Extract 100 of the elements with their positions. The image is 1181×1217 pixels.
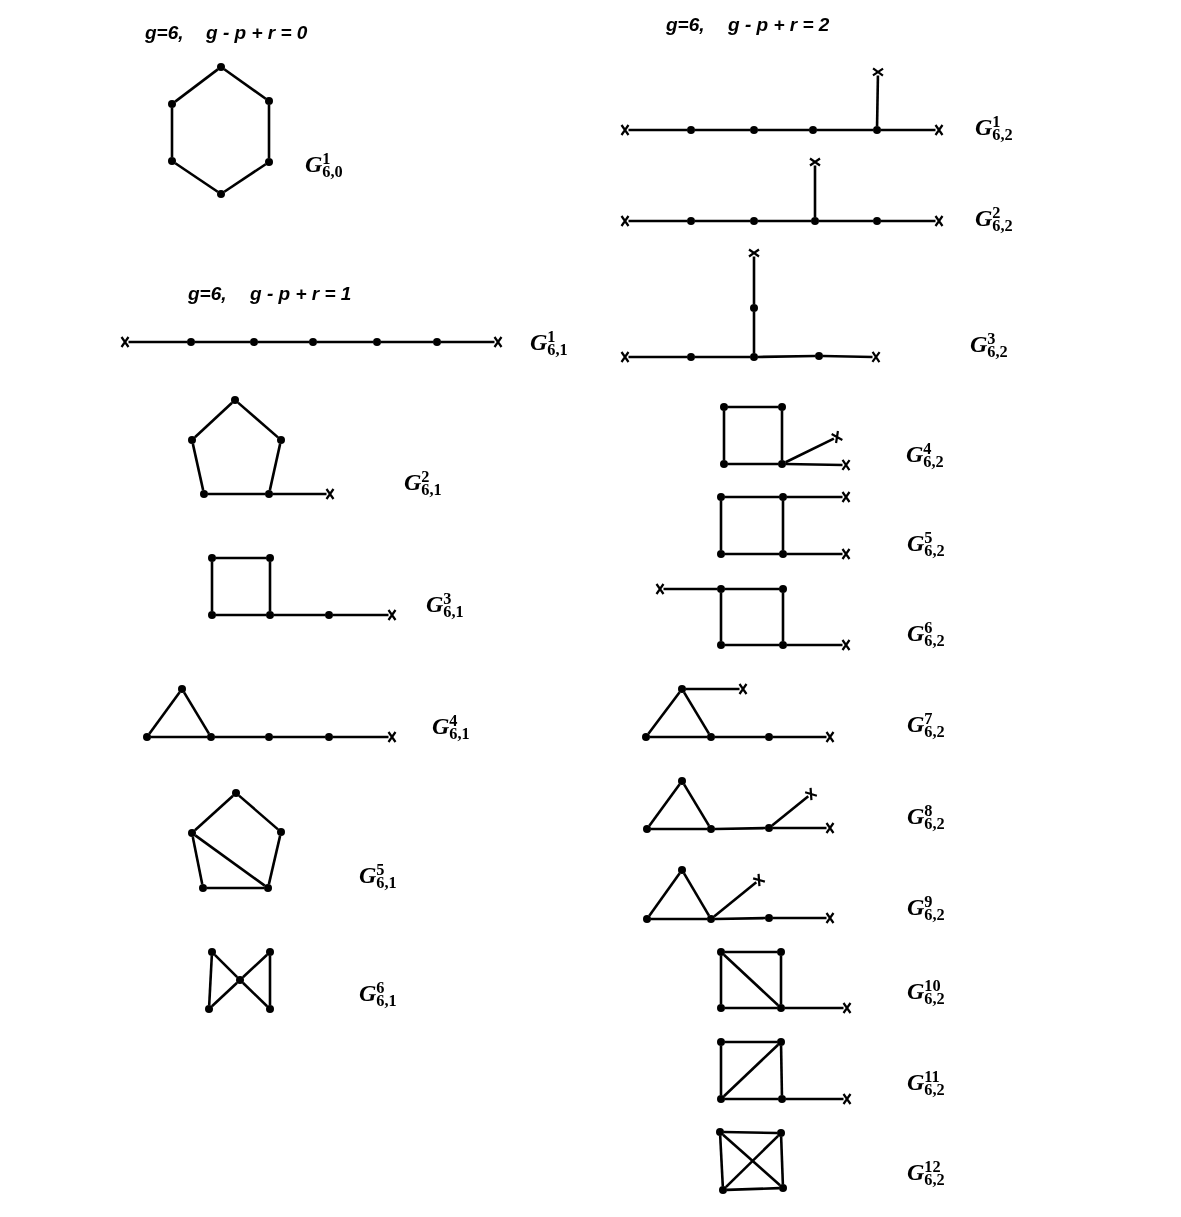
graph-edge: [682, 872, 711, 917]
vertex-dot: [309, 338, 317, 346]
graph-edge: [758, 128, 809, 132]
vertex-dot: [778, 460, 786, 468]
vertex-dot: [207, 733, 215, 741]
leg-end-cross: [120, 335, 130, 349]
vertex-dot: [777, 1004, 785, 1012]
graph-edge: [715, 735, 765, 739]
vertex-dot: [232, 789, 240, 797]
heading-text: g - p + r = 1: [250, 283, 352, 306]
graph-edge: [752, 312, 756, 353]
leg-end-cross: [738, 682, 748, 696]
graph-edge: [258, 340, 309, 344]
leg-end-cross: [825, 821, 835, 835]
graph-edge: [686, 687, 740, 691]
vertex-dot: [720, 403, 728, 411]
graph-edge: [757, 354, 816, 359]
leg-end-cross: [387, 608, 397, 622]
leg-end-cross: [620, 123, 630, 137]
vertex-dot: [205, 1005, 213, 1013]
leg-end-cross: [493, 335, 503, 349]
vertex-dot: [200, 490, 208, 498]
heading-text: g - p + r = 0: [206, 22, 308, 45]
vertex-dot: [707, 915, 715, 923]
vertex-dot: [687, 126, 695, 134]
leg-end-cross: [747, 248, 761, 258]
graph-edge: [128, 340, 187, 344]
vertex-dot: [750, 353, 758, 361]
heading-text: g=6,: [145, 22, 184, 45]
leg-end-cross: [830, 429, 844, 445]
vertex-dot: [717, 1095, 725, 1103]
vertex-dot: [687, 217, 695, 225]
vertex-dot: [750, 304, 758, 312]
graph-edge: [213, 953, 239, 979]
graph-edge: [725, 1097, 778, 1101]
vertex-dot: [717, 1004, 725, 1012]
graph-edge: [728, 462, 778, 466]
leg-end-cross: [871, 350, 881, 364]
graph-edge: [719, 593, 723, 641]
vertex-dot: [325, 733, 333, 741]
graph-edge: [651, 917, 707, 921]
vertex-dot: [765, 824, 773, 832]
graph-edge: [650, 735, 707, 739]
graph-edge: [718, 1135, 725, 1187]
vertex-dot: [720, 460, 728, 468]
graph-edge: [758, 219, 811, 223]
graph-edge: [719, 1046, 723, 1095]
graph-edge: [148, 691, 181, 735]
leg-end-cross: [808, 157, 822, 167]
leg-end-cross: [825, 730, 835, 744]
graph-edge: [771, 795, 810, 827]
graph-edge: [725, 587, 779, 591]
vertex-dot: [188, 829, 196, 837]
leg-end-cross: [842, 1092, 852, 1106]
vertex-dot: [143, 733, 151, 741]
vertex-dot: [266, 554, 274, 562]
vertex-dot: [208, 554, 216, 562]
graph-edge: [725, 643, 779, 647]
leg-end-cross: [841, 490, 851, 504]
graph-edge: [242, 953, 268, 979]
graph-edge: [216, 613, 266, 617]
graph-edge: [773, 826, 827, 830]
graph-edge: [648, 783, 681, 827]
vertex-dot: [373, 338, 381, 346]
graph-edge: [333, 613, 389, 617]
vertex-dot: [778, 1095, 786, 1103]
vertex-dot: [187, 338, 195, 346]
graph-edge: [722, 411, 726, 460]
graph-edge: [875, 75, 880, 127]
leg-end-cross: [871, 67, 885, 77]
vertex-dot: [188, 436, 196, 444]
graph-edge: [787, 643, 843, 647]
leg-end-cross: [934, 123, 944, 137]
graph-edge: [724, 1130, 777, 1135]
vertex-dot: [643, 825, 651, 833]
graph-edge: [194, 834, 266, 887]
heading-text: g - p + r = 2: [728, 14, 830, 37]
graph-edge: [773, 916, 827, 920]
graph-edge: [779, 1045, 784, 1096]
vertex-dot: [779, 493, 787, 501]
graph-edge: [781, 501, 785, 550]
vertex-dot: [208, 948, 216, 956]
vertex-dot: [717, 550, 725, 558]
graph-edge: [241, 981, 269, 1008]
graph-edge: [713, 881, 758, 918]
graph-edge: [695, 128, 750, 132]
leg-end-cross: [842, 1001, 852, 1015]
vertex-dot: [264, 884, 272, 892]
graph-edge: [714, 916, 766, 921]
vertex-dot: [765, 914, 773, 922]
vertex-dot: [277, 828, 285, 836]
graph-edge: [174, 68, 219, 103]
graph-edge: [682, 783, 711, 827]
vertex-dot: [266, 948, 274, 956]
leg-end-cross: [841, 638, 851, 652]
vertex-dot: [199, 884, 207, 892]
graph-edge: [719, 501, 723, 550]
graph-edge: [725, 552, 779, 556]
graph-edge: [333, 735, 389, 739]
graph-edge: [726, 1186, 780, 1192]
